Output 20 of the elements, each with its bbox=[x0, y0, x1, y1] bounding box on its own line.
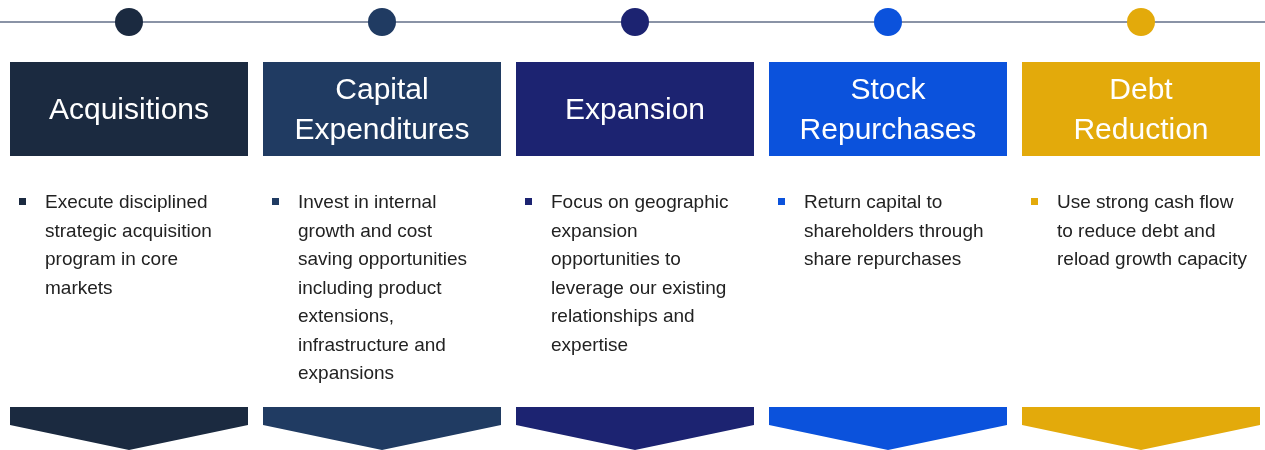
bullet-text: Use strong cash flow to reduce debt and reload growth capacity bbox=[1057, 190, 1249, 271]
bullet-text: Invest in internal growth and cost saving opportunities including product extensions, infrastructure and expansions bbox=[298, 190, 468, 385]
header-box bbox=[516, 62, 754, 156]
bullet-text: Focus on geographic expansion opportunities to leverage our existing relationships and expertise bbox=[551, 190, 730, 357]
chevron-shape bbox=[769, 407, 1007, 450]
header-text: Expansion bbox=[564, 90, 706, 127]
header-text: Acquisitions bbox=[48, 90, 210, 127]
header-box bbox=[10, 62, 248, 156]
chevron-shape bbox=[516, 407, 754, 450]
header-text: Capital Expenditures bbox=[293, 70, 471, 147]
header-text: Stock Repurchases bbox=[799, 70, 977, 147]
chevron-shape bbox=[10, 407, 248, 450]
bullet-text: Execute disciplined strategic acquisition program in core markets bbox=[45, 190, 213, 300]
header-box bbox=[769, 62, 1007, 156]
bullet-text: Return capital to shareholders through share repurchases bbox=[804, 190, 985, 271]
chevron-shape bbox=[1022, 407, 1260, 450]
header-text: Debt Reduction bbox=[1072, 70, 1210, 147]
chevron-shape bbox=[263, 407, 501, 450]
header-box bbox=[263, 62, 501, 156]
header-box bbox=[1022, 62, 1260, 156]
